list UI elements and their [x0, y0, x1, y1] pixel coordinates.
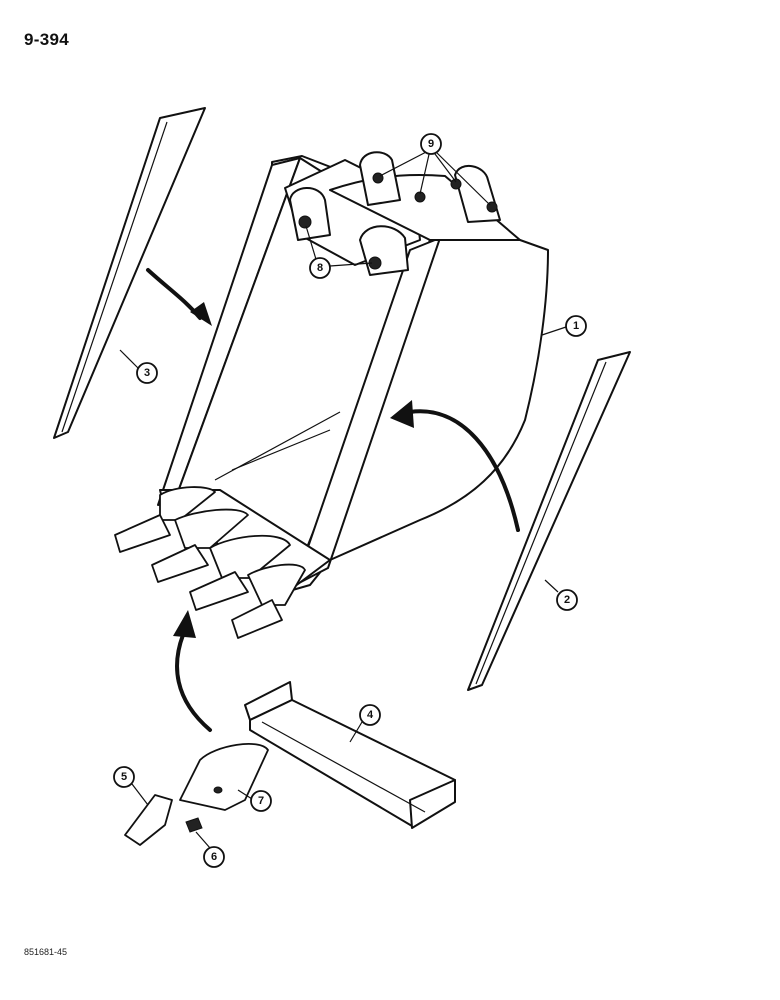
arrows [146, 268, 520, 732]
left-side-cutter [53, 107, 206, 439]
bucket-teeth-row [114, 486, 306, 639]
arrow-tooth [175, 628, 212, 732]
page-number: 9-394 [24, 30, 69, 49]
arrow-head-left-cutter [190, 302, 212, 326]
callout-1: 1 [565, 315, 587, 337]
callout-3: 3 [136, 362, 158, 384]
callout-8-label: 8 [317, 262, 323, 274]
tooth-2 [151, 508, 249, 583]
cutting-edge-part [244, 681, 456, 829]
tooth-tip-part [124, 794, 173, 846]
callout-2-label: 2 [564, 594, 570, 606]
tooth-1 [114, 486, 216, 553]
callout-7: 7 [250, 790, 272, 812]
callout-8: 8 [309, 257, 331, 279]
callout-1-label: 1 [573, 320, 579, 332]
tooth-adapter-part [179, 743, 269, 811]
arrow-right-cutter [408, 409, 520, 532]
callout-5: 5 [113, 766, 135, 788]
tooth-4 [231, 563, 306, 639]
callout-5-label: 5 [121, 771, 127, 783]
tooth-3 [189, 534, 291, 611]
callout-4: 4 [359, 704, 381, 726]
callout-2: 2 [556, 589, 578, 611]
pin-part [185, 817, 203, 833]
callout-6: 6 [203, 846, 225, 868]
figure-code: 851681-45 [24, 947, 68, 957]
right-side-cutter [467, 351, 631, 691]
callout-7-label: 7 [258, 795, 264, 807]
callout-9-label: 9 [428, 138, 434, 150]
leader-lines [119, 149, 567, 849]
callout-4-label: 4 [367, 709, 374, 721]
arrow-head-tooth [173, 610, 196, 638]
callout-6-label: 6 [211, 851, 217, 863]
callout-3-label: 3 [144, 367, 150, 379]
arrow-head-right-cutter [390, 400, 414, 428]
callout-9: 9 [420, 133, 442, 155]
